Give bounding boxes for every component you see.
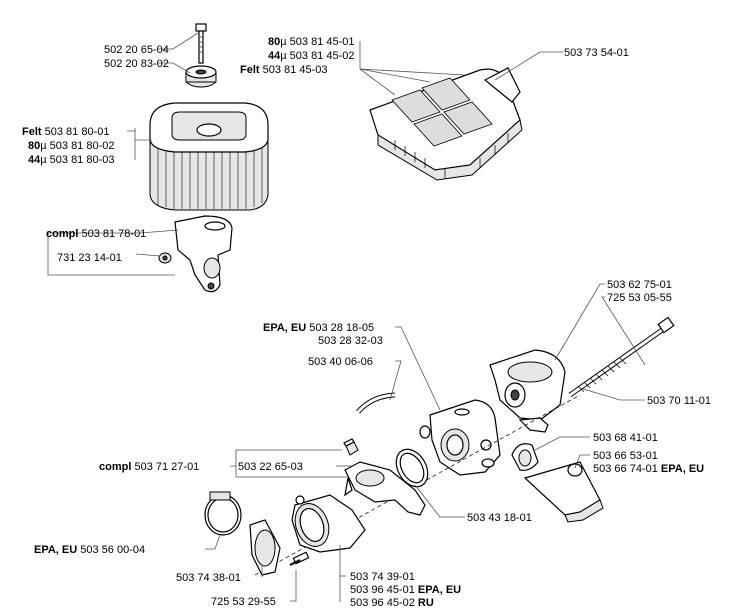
label-cover-44: 44µ 503 81 45-02 bbox=[268, 50, 355, 62]
label-rod-2: 725 53 05-55 bbox=[607, 292, 672, 304]
label-flange: 503 74 38-01 bbox=[176, 572, 241, 584]
label-filter-felt: Felt 503 81 80-01 bbox=[22, 126, 109, 138]
intake-manifold-part bbox=[291, 494, 366, 553]
small-clip-part bbox=[343, 438, 359, 456]
ring-part bbox=[395, 448, 429, 488]
label-manifold-2: 503 96 45-01 EPA, EU bbox=[350, 584, 461, 596]
carburetor-part bbox=[419, 399, 501, 476]
label-manifold-1: 503 74 39-01 bbox=[350, 571, 415, 583]
label-boot-part: 503 22 65-03 bbox=[238, 461, 303, 473]
screw-part bbox=[195, 23, 207, 64]
label-filter-80: 80µ 503 81 80-02 bbox=[28, 140, 115, 152]
label-cover-part: 503 73 54-01 bbox=[564, 47, 629, 59]
label-rod-3: 503 70 11-01 bbox=[647, 395, 711, 407]
long-bolt-part bbox=[568, 316, 675, 398]
bracket-part bbox=[523, 461, 604, 523]
clip-part bbox=[511, 443, 539, 471]
small-nut-part bbox=[158, 252, 172, 264]
label-bracket-1: 503 66 53-01 bbox=[593, 450, 658, 462]
label-bracket-2: 503 66 74-01 EPA, EU bbox=[593, 463, 704, 475]
filter-cover-part bbox=[369, 67, 523, 181]
label-carb-epa: EPA, EU 503 28 18-05 bbox=[263, 322, 374, 334]
air-filter-part bbox=[149, 102, 269, 211]
label-manifold-3: 503 96 45-02 RU bbox=[350, 597, 434, 609]
label-carb-2: 503 28 32-03 bbox=[318, 335, 383, 347]
hose-part bbox=[356, 392, 396, 414]
hose-clamp-part bbox=[204, 491, 242, 536]
flange-part bbox=[249, 519, 281, 576]
label-clamp: EPA, EU 503 56 00-04 bbox=[34, 544, 145, 556]
small-bolt-part bbox=[289, 551, 310, 566]
filter-housing-part bbox=[174, 215, 233, 293]
label-clip: 503 68 41-01 bbox=[593, 432, 658, 444]
label-filter-44: 44µ 503 81 80-03 bbox=[28, 154, 115, 166]
label-rod-1: 503 62 75-01 bbox=[607, 279, 672, 291]
label-hose: 503 40 06-06 bbox=[308, 356, 373, 368]
label-screw-1: 502 20 65-04 bbox=[104, 44, 169, 56]
intake-boot-part bbox=[344, 461, 426, 516]
part-labels: 502 20 65-04 502 20 83-02 80µ 503 81 45-… bbox=[22, 36, 711, 609]
label-screw-2: 502 20 83-02 bbox=[104, 58, 169, 70]
leader-lines bbox=[47, 32, 646, 602]
label-cover-felt: Felt 503 81 45-03 bbox=[240, 64, 327, 76]
label-housing-compl: compl 503 81 78-01 bbox=[46, 228, 146, 240]
label-cover-80: 80µ 503 81 45-01 bbox=[268, 36, 355, 48]
label-ring: 503 43 18-01 bbox=[467, 512, 532, 524]
label-bolt: 725 53 29-55 bbox=[211, 596, 276, 608]
label-housing-nut: 731 23 14-01 bbox=[57, 252, 122, 264]
label-compl2: compl 503 71 27-01 bbox=[99, 461, 199, 473]
carburetor-adapter-part bbox=[489, 349, 566, 433]
nut-part bbox=[185, 65, 217, 88]
